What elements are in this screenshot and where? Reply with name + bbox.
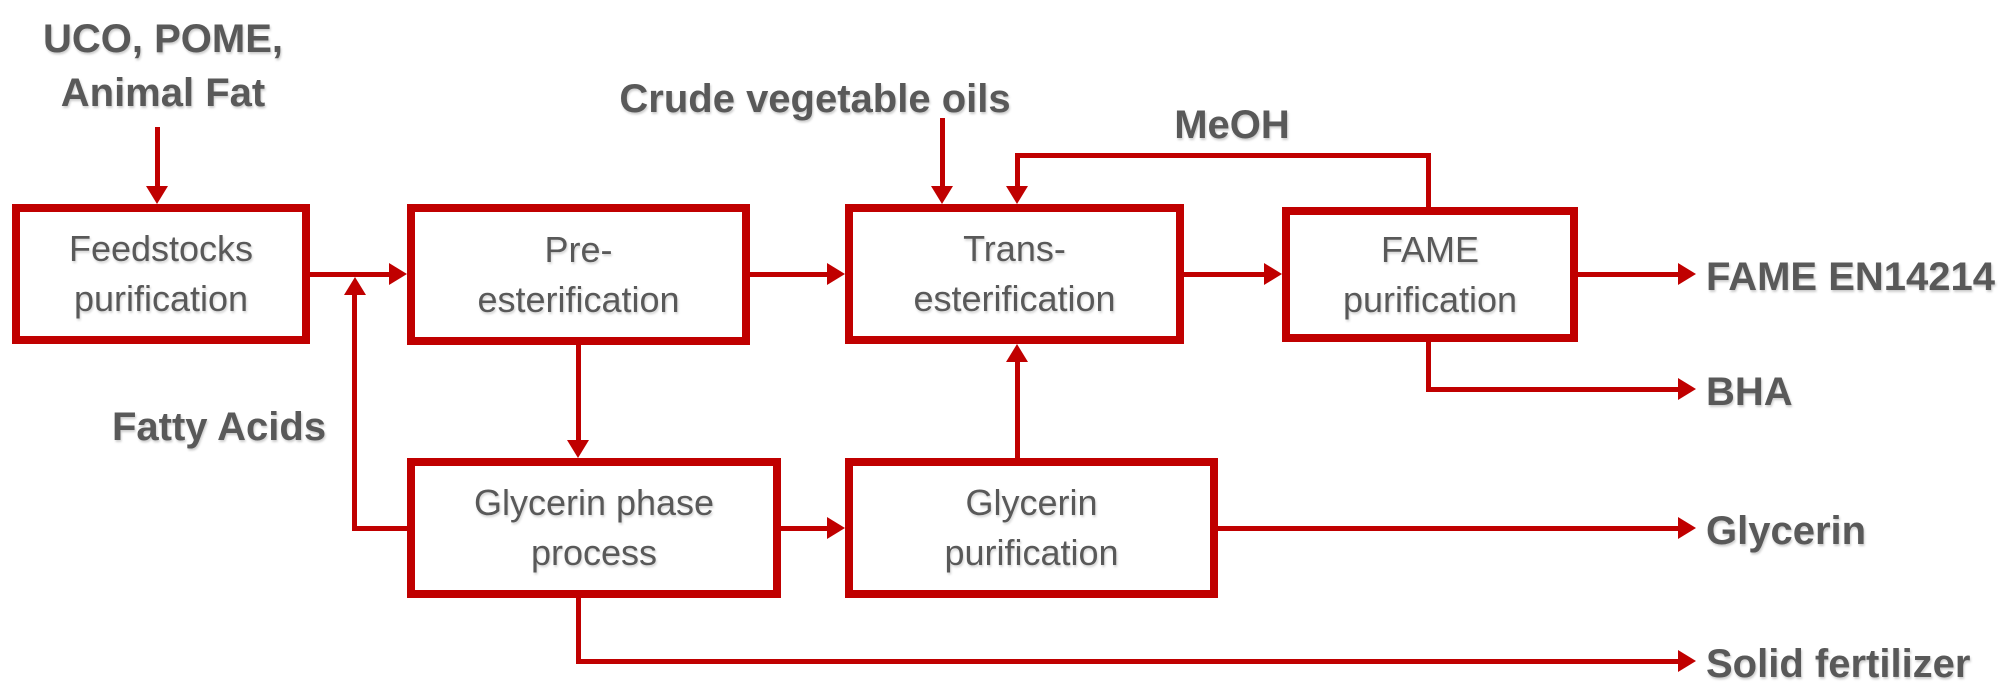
bha-label: BHA [1706,370,1793,414]
arrowhead-fame-to-bha [1678,378,1696,400]
box-label-line: Feedstocks [68,228,254,269]
box-label-line: Glycerin phase [473,482,715,523]
arrowhead-solid-fertilizer [1678,650,1696,672]
arrow-pre-to-glycerin-phase [576,345,581,441]
arrow-trans-to-fame [1184,272,1265,277]
arrowhead-crude-oils-to-trans [931,186,953,204]
box-label-line: esterification [477,278,680,320]
line-fatty-acids-horizontal [352,526,407,531]
box-label-line: purification [73,278,249,319]
arrowhead-meoh-to-trans [1006,186,1028,204]
meoh-label: MeOH [1174,103,1290,147]
box-label-line: purification [944,532,1119,573]
crude-vegetable-oils-label: Crude vegetable oils [619,77,1011,121]
arrow-fame-to-output [1578,272,1679,277]
fame-en14214-label: FAME EN14214 [1706,255,1996,299]
arrowhead-pre-to-trans [827,263,845,285]
arrowhead-trans-to-fame [1264,263,1282,285]
process-box-trans-esterification: Trans- esterification [845,204,1184,344]
arrow-glycerin-phase-to-purification [781,526,828,531]
process-box-fame-purification: FAME purification [1282,207,1578,342]
arrow-feedstocks-to-pre [310,272,390,277]
line-fatty-acids-vertical [352,294,357,531]
box-label-line: Trans- [963,228,1066,269]
arrowhead-uco-to-feedstocks [146,186,168,204]
solid-fertilizer-label: Solid fertilizer [1706,642,1971,686]
arrow-crude-oils-to-trans [940,118,945,188]
box-label-line: FAME [1380,228,1479,270]
line-glycerin-phase-to-fertilizer-horizontal [576,659,1679,664]
box-label-line: process [530,532,658,573]
glycerin-label: Glycerin [1706,509,1867,553]
arrowhead-glycerin-purification-to-trans [1006,344,1028,362]
arrowhead-fame-to-output [1678,263,1696,285]
line-meoh-to-trans [1015,153,1020,188]
box-label-line: purification [1342,278,1518,320]
uco-pome-line1: UCO, POME, [42,17,284,61]
process-box-glycerin-phase-process: Glycerin phase process [407,458,781,598]
arrowhead-glycerin-to-output [1678,517,1696,539]
line-glycerin-phase-to-fertilizer-vertical [576,598,581,664]
uco-pome-line2: Animal Fat [60,71,266,115]
arrowhead-fatty-acids-up [344,277,366,295]
line-fame-to-bha-vertical [1426,342,1431,392]
box-label-line: esterification [913,278,1116,319]
process-box-feedstocks-purification: Feedstocks purification [12,204,310,344]
line-fame-to-bha-horizontal [1426,387,1679,392]
arrowhead-feedstocks-to-pre [389,263,407,285]
arrow-glycerin-purification-to-output [1218,526,1679,531]
line-meoh-from-fame [1426,153,1431,209]
box-label-line: Pre- [544,228,613,270]
uco-pome-animal-fat-label: UCO, POME, Animal Fat [43,12,283,120]
line-meoh-horizontal [1015,153,1431,158]
fatty-acids-label: Fatty Acids [111,405,327,449]
arrow-glycerin-purification-to-trans [1015,361,1020,458]
arrowhead-glycerin-phase-to-purification [827,517,845,539]
arrowhead-pre-to-glycerin-phase [567,440,589,458]
box-label-line: Glycerin [965,482,1098,523]
arrow-pre-to-trans [750,272,828,277]
process-box-pre-esterification: Pre- esterification [407,204,750,345]
arrow-uco-to-feedstocks [155,127,160,188]
process-box-glycerin-purification: Glycerin purification [845,458,1218,598]
